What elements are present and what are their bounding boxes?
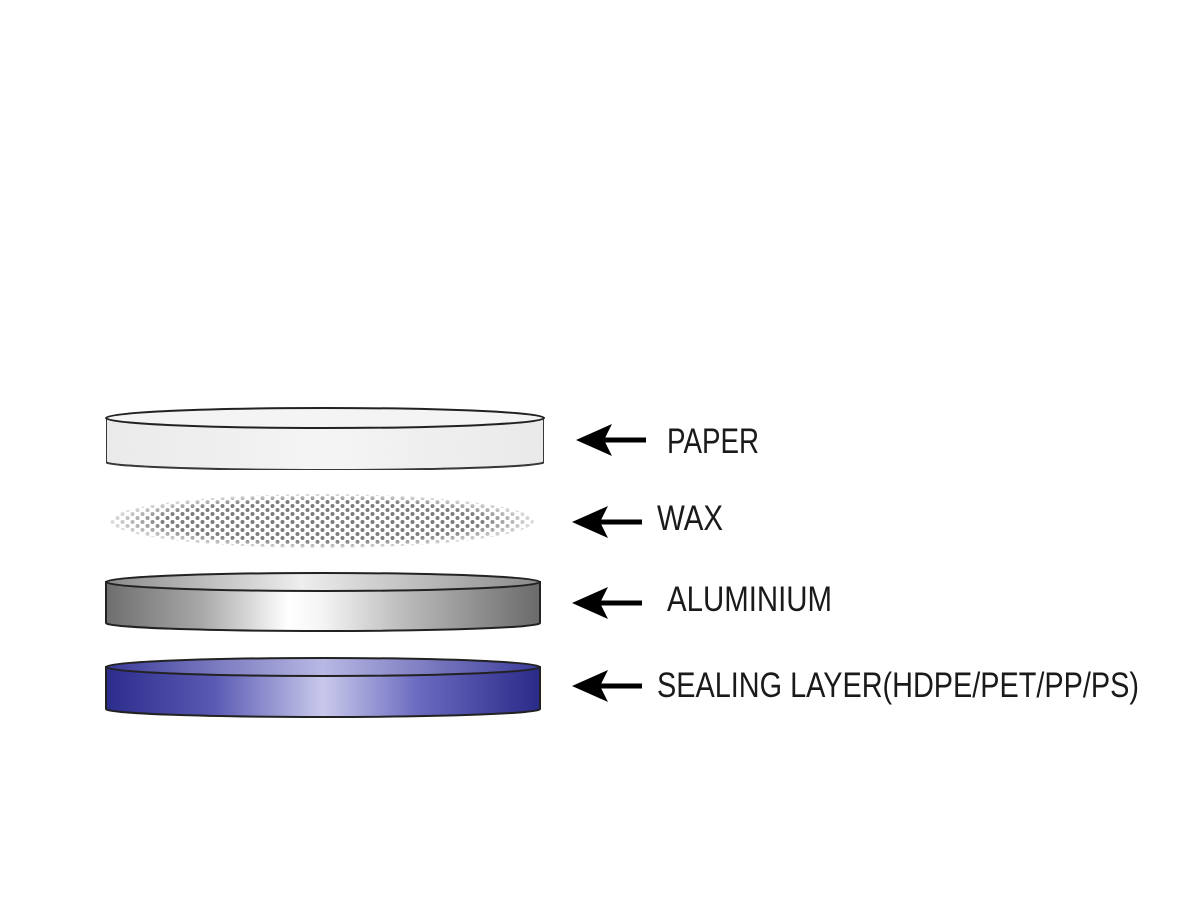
arrow-left-icon bbox=[576, 424, 646, 456]
sealing-layer-disc bbox=[105, 657, 541, 718]
aluminium-label: ALUMINIUM bbox=[667, 580, 832, 619]
arrow-left-icon bbox=[572, 506, 642, 538]
paper-disc bbox=[105, 407, 545, 471]
aluminium-disc bbox=[105, 572, 541, 632]
arrow-left-icon bbox=[572, 587, 642, 619]
arrow-left-icon bbox=[572, 670, 642, 702]
sealing-layer-label: SEALING LAYER(HDPE/PET/PP/PS) bbox=[657, 666, 1139, 705]
wax-label: WAX bbox=[657, 499, 723, 538]
paper-label: PAPER bbox=[667, 422, 759, 461]
wax-layer bbox=[110, 494, 534, 548]
